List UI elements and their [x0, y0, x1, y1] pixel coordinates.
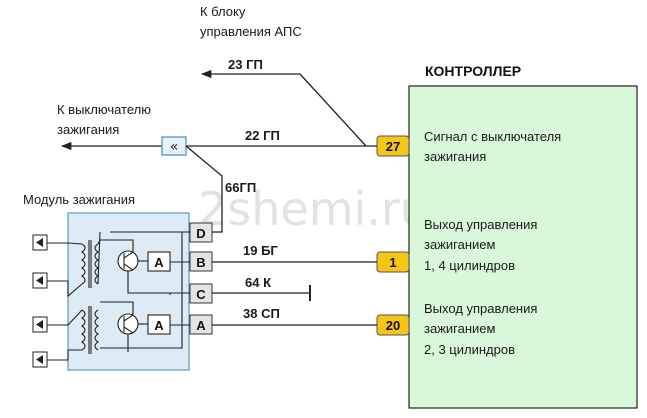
controller-pin20-desc-line3: 2, 3 цилиндров: [424, 342, 515, 357]
spark-plug-2-icon: [32, 272, 48, 289]
pin-1: 1: [376, 251, 410, 273]
terminal-c: C: [189, 283, 213, 304]
module-internal-circuit: [47, 231, 190, 361]
controller-pin1-desc-line3: 1, 4 цилиндров: [424, 258, 515, 273]
wire-66gp: [185, 145, 223, 233]
aps-label-line1: К блоку: [200, 4, 246, 19]
terminal-b: B: [189, 251, 213, 272]
ignition-switch-connector: «: [161, 136, 187, 156]
controller-pin1-desc-line1: Выход управления: [424, 217, 537, 232]
pin-20: 20: [376, 314, 410, 336]
controller-pin27-desc-line1: Сигнал с выключателя: [424, 129, 561, 144]
terminal-a: A: [189, 314, 213, 335]
spark-plug-1-icon: [32, 234, 48, 251]
watermark: 2shemi.ru: [198, 182, 429, 236]
wire-19bg-label: 19 БГ: [243, 243, 278, 258]
controller-title: КОНТРОЛЛЕР: [425, 63, 521, 79]
svg-text:A: A: [196, 318, 206, 333]
ignition-module-title: Модуль зажигания: [23, 192, 135, 207]
controller-pin20-desc-line2: зажиганием: [424, 321, 496, 336]
aps-label-line2: управления АПС: [200, 24, 302, 39]
pin-27: 27: [376, 135, 410, 157]
spark-plug-3-icon: [32, 316, 48, 333]
wire-38sp-label: 38 СП: [243, 306, 280, 321]
controller-pin27-desc-line2: зажигания: [424, 149, 486, 164]
spark-plug-4-icon: [32, 351, 48, 368]
wire-64k-label: 64 К: [245, 275, 271, 290]
amplifier-upper-label: A: [154, 255, 164, 270]
ignition-switch-label-line1: К выключателю: [57, 102, 151, 117]
controller-pin20-desc-line1: Выход управления: [424, 301, 537, 316]
controller-pin1-desc-line2: зажиганием: [424, 237, 496, 252]
controller: КОНТРОЛЛЕР Сигнал с выключателя зажигани…: [408, 63, 638, 409]
wire-22gp-label: 22 ГП: [245, 128, 280, 143]
amplifier-lower-label: A: [154, 318, 164, 333]
ignition-switch-label-line2: зажигания: [57, 122, 119, 137]
svg-text:D: D: [196, 226, 205, 241]
pin-1-number: 1: [389, 255, 396, 270]
wire-23gp-label: 23 ГП: [228, 57, 263, 72]
pin-20-number: 20: [386, 318, 400, 333]
svg-text:C: C: [196, 287, 206, 302]
wire-66gp-label: 66ГП: [225, 180, 256, 195]
controller-box: [408, 85, 638, 409]
connector-symbol: «: [170, 139, 179, 155]
svg-text:B: B: [196, 255, 205, 270]
terminal-d: D: [189, 222, 213, 243]
pin-27-number: 27: [386, 139, 400, 154]
